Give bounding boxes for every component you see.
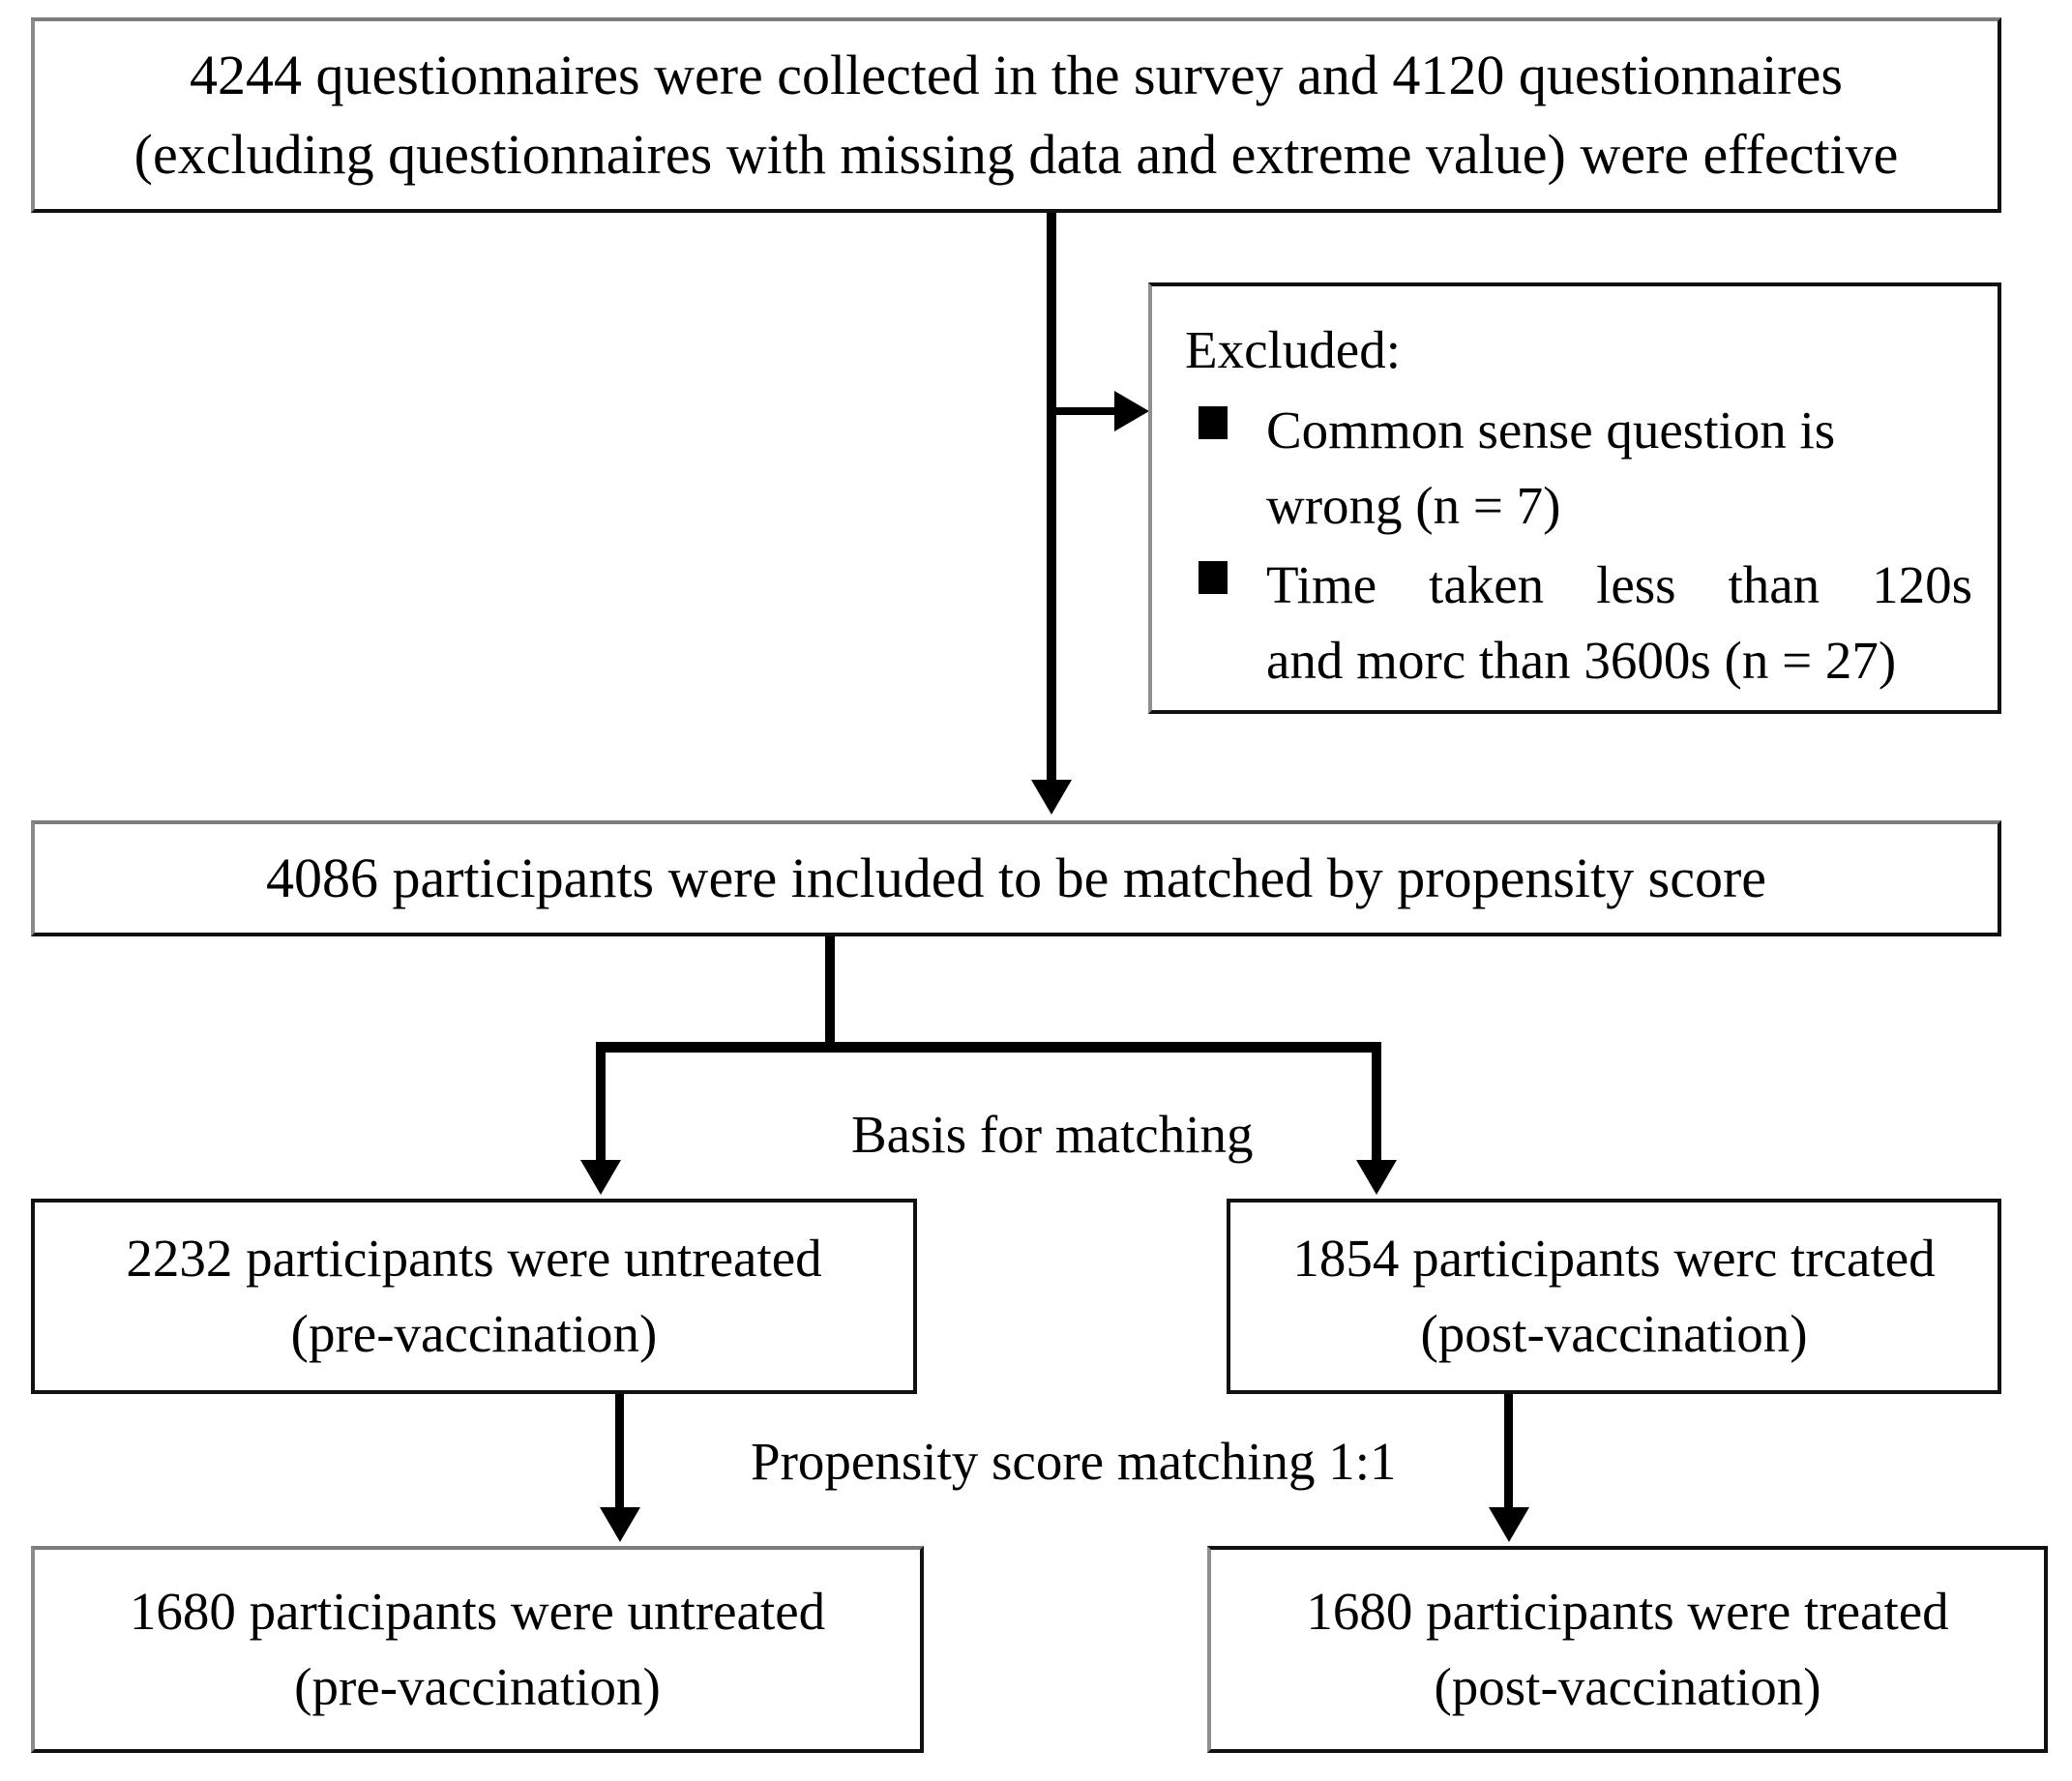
- node-treated-post-line-2: (post-vaccination): [1420, 1304, 1808, 1363]
- arrowhead-split-to-treated: [1356, 1160, 1397, 1195]
- node-untreated-pre-vaccination: 2232 participants were untreated (pre-va…: [31, 1199, 917, 1394]
- node-treated-post-vaccination: 1854 participants werc trcated (post-vac…: [1227, 1199, 2001, 1394]
- excluded-heading: Excluded:: [1185, 320, 1401, 379]
- connector-untreated-to-matched-untreated: [615, 1394, 624, 1509]
- excluded-item-2-line-1: Time taken less than 120s: [1266, 554, 1972, 614]
- arrowhead-stem-to-excluded: [1114, 391, 1149, 431]
- node-treated-matched-line-1: 1680 participants were treated: [1306, 1581, 1949, 1641]
- node-treated-matched-line-2: (post-vaccination): [1434, 1657, 1821, 1716]
- connector-split-to-treated: [1372, 1042, 1381, 1162]
- connector-matched-stem: [825, 936, 835, 1050]
- excluded-item-1-line-1: Common sense question is: [1266, 400, 1836, 460]
- square-bullet-icon: [1199, 405, 1228, 439]
- list-item: Time taken less than 120s and morc than …: [1185, 548, 1972, 698]
- edge-label-basis-for-matching: Basis for matching: [851, 1105, 1254, 1164]
- node-untreated-matched-line-1: 1680 participants were untreated: [129, 1581, 826, 1641]
- connector-stem-to-excluded: [1051, 407, 1120, 415]
- arrowhead-top-to-matched: [1031, 780, 1072, 815]
- connector-top-to-matched: [1047, 213, 1056, 780]
- list-item: Common sense question is wrong (n = 7): [1185, 393, 1972, 544]
- node-included-for-matching-line-1: 4086 participants were included to be ma…: [265, 846, 1767, 909]
- excluded-criteria-list: Common sense question is wrong (n = 7) T…: [1185, 393, 1972, 702]
- node-treated-matched: 1680 participants were treated (post-vac…: [1207, 1546, 2048, 1753]
- connector-split-to-untreated: [596, 1042, 606, 1162]
- arrowhead-treated-to-matched-treated: [1489, 1507, 1529, 1542]
- node-untreated-matched-line-2: (pre-vaccination): [294, 1657, 661, 1716]
- edge-label-propensity-score-matching: Propensity score matching 1:1: [751, 1432, 1397, 1491]
- node-untreated-pre-line-2: (pre-vaccination): [290, 1304, 658, 1363]
- excluded-item-1-line-2: wrong (n = 7): [1266, 475, 1561, 535]
- node-included-for-matching: 4086 participants were included to be ma…: [31, 820, 2001, 936]
- node-collected-questionnaires-line-2: (excluding questionnaires with missing d…: [133, 123, 1899, 186]
- node-collected-questionnaires-line-1: 4244 questionnaires were collected in th…: [190, 43, 1843, 106]
- arrowhead-untreated-to-matched-untreated: [600, 1507, 640, 1542]
- arrowhead-split-to-untreated: [580, 1160, 621, 1195]
- node-collected-questionnaires: 4244 questionnaires were collected in th…: [31, 17, 2001, 213]
- excluded-item-2-line-2: and morc than 3600s (n = 27): [1266, 630, 1897, 690]
- connector-matched-split-bar: [596, 1042, 1381, 1053]
- node-untreated-pre-line-1: 2232 participants were untreated: [126, 1228, 822, 1288]
- connector-treated-to-matched-treated: [1504, 1394, 1513, 1509]
- square-bullet-icon: [1199, 560, 1228, 594]
- excluded-item-text: Common sense question is wrong (n = 7): [1266, 393, 1972, 544]
- excluded-item-text: Time taken less than 120s and morc than …: [1266, 548, 1972, 698]
- node-excluded-criteria: Excluded: Common sense question is wrong…: [1148, 282, 2001, 714]
- node-treated-post-line-1: 1854 participants werc trcated: [1292, 1228, 1936, 1288]
- node-untreated-matched: 1680 participants were untreated (pre-va…: [31, 1546, 924, 1753]
